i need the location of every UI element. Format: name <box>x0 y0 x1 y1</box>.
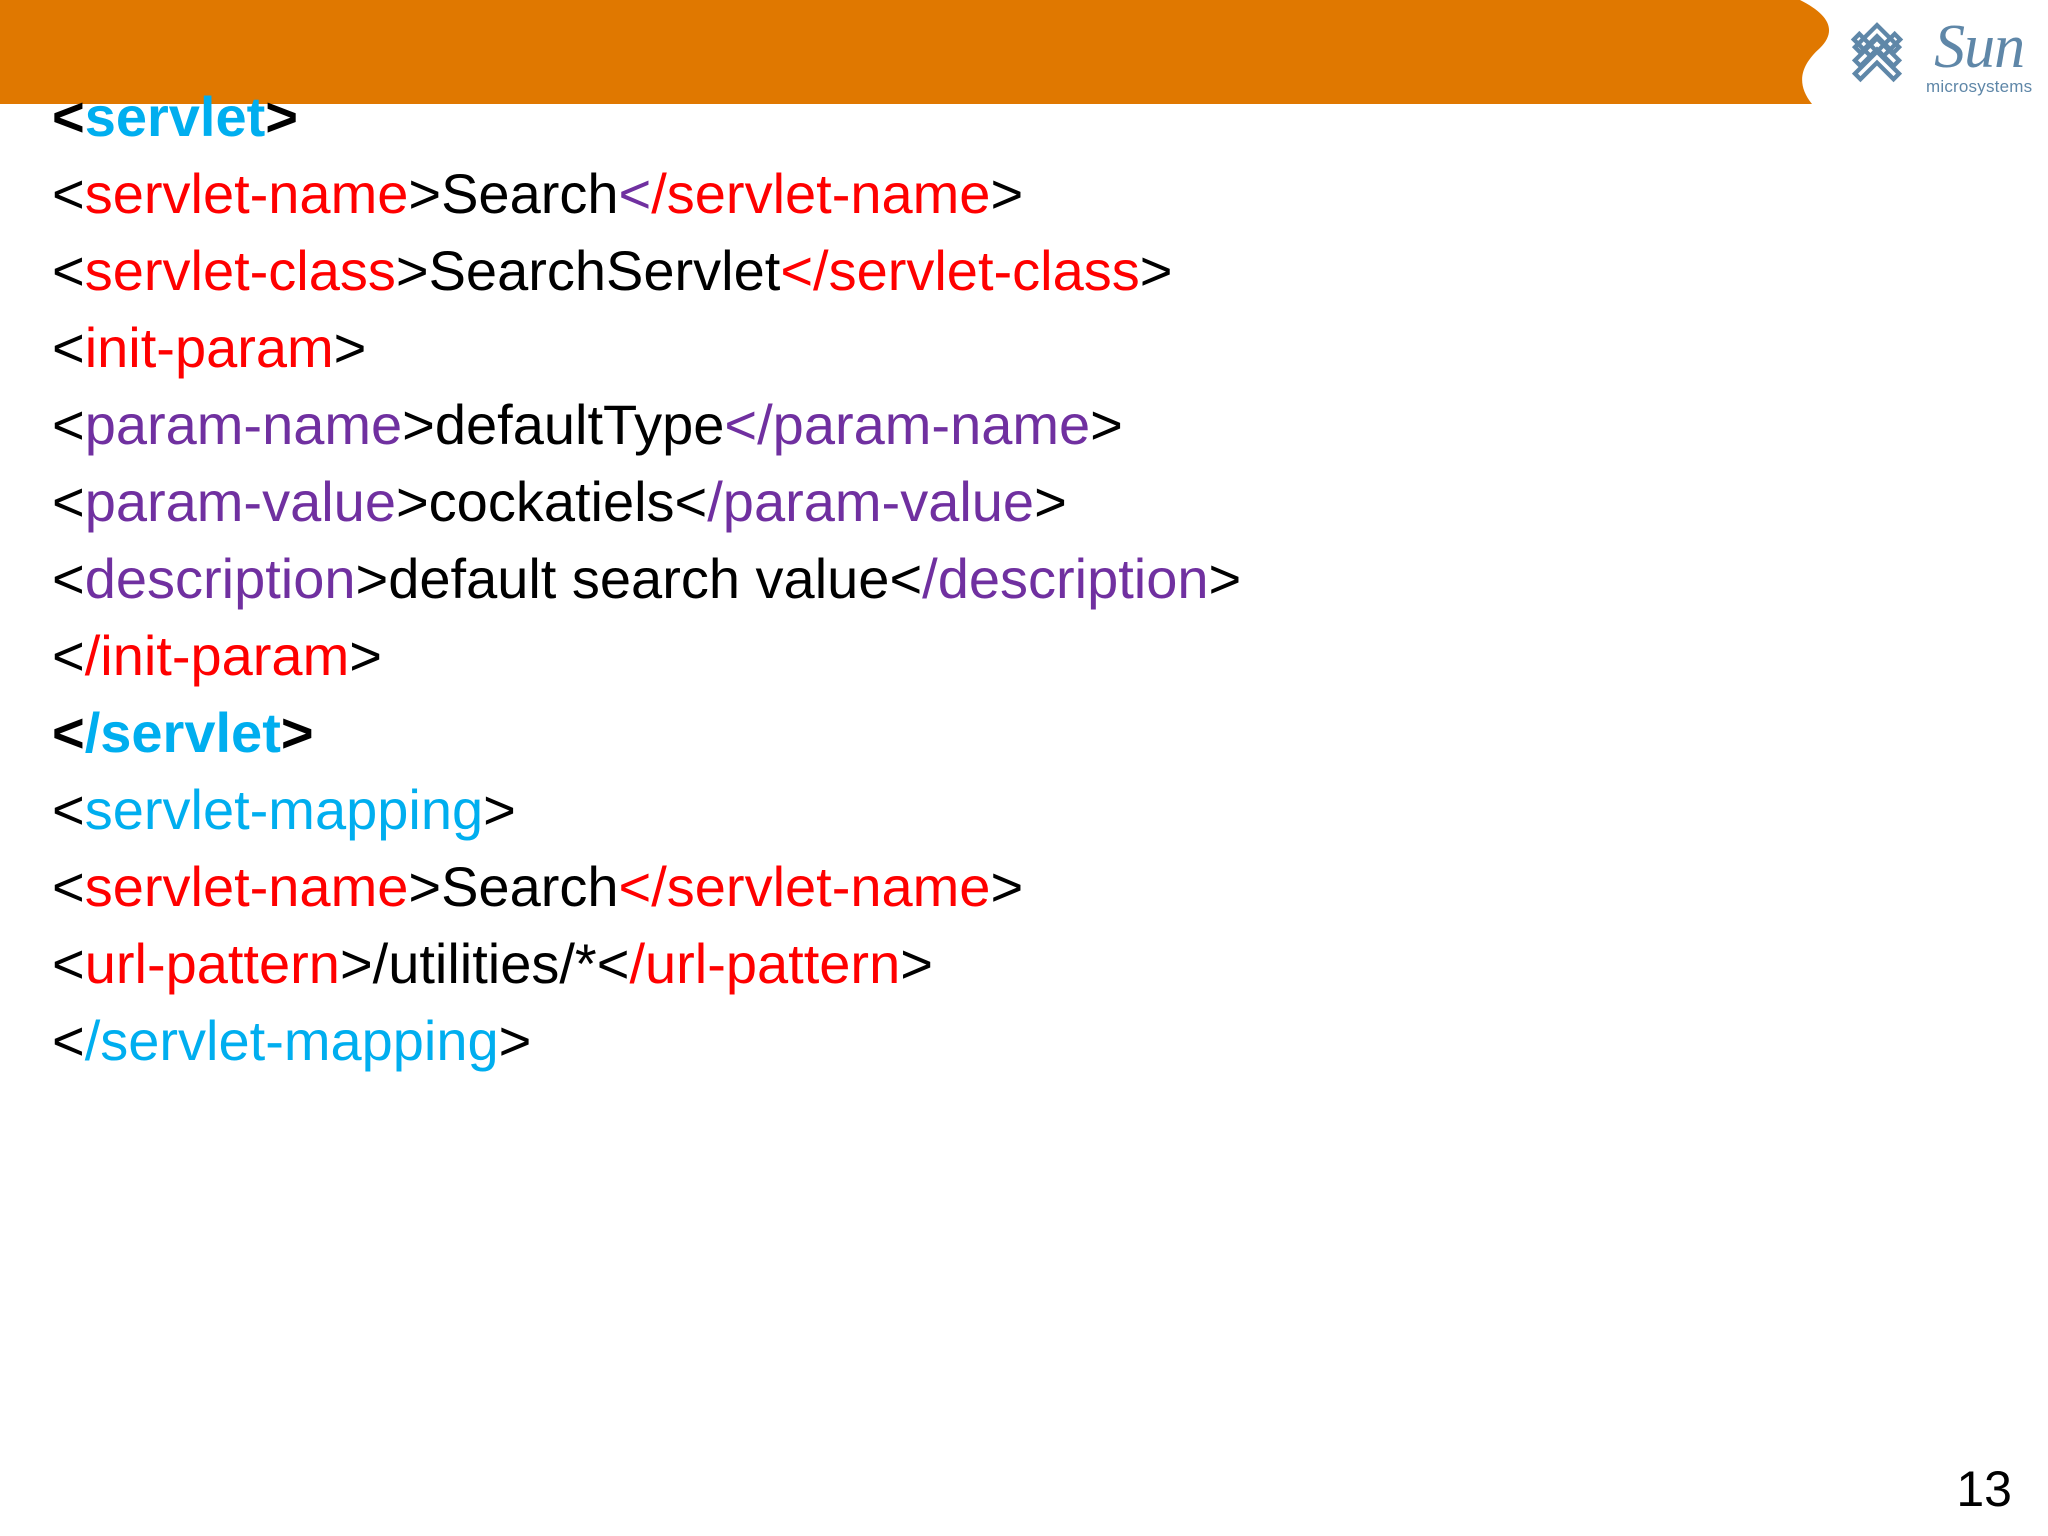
code-token: > <box>1034 470 1067 533</box>
code-token: /servlet-class <box>813 239 1140 302</box>
code-token: < <box>618 855 652 918</box>
code-line: <description>default search value</descr… <box>52 540 2008 617</box>
code-token: > <box>395 470 429 533</box>
code-token: servlet-mapping <box>84 778 484 841</box>
sun-wordmark-group: Sun microsystems <box>1926 13 2033 96</box>
code-token: > <box>1090 393 1123 456</box>
code-token: > <box>402 393 435 456</box>
sun-microsystems-logo: Sun microsystems <box>1838 10 2034 102</box>
code-token: /param-name <box>757 393 1091 456</box>
code-line: </servlet> <box>52 694 2008 771</box>
code-token: < <box>52 855 85 918</box>
code-token: > <box>408 855 442 918</box>
code-token: > <box>339 932 373 995</box>
code-token: cockatiels <box>428 470 675 533</box>
code-token: defaultType <box>434 393 725 456</box>
code-line: <servlet> <box>52 78 2008 155</box>
code-token: < <box>724 393 758 456</box>
code-token: < <box>596 932 630 995</box>
sun-diamond-mark-icon <box>1850 22 1904 83</box>
code-token: /servlet-mapping <box>84 1009 499 1072</box>
code-token: < <box>618 162 652 225</box>
code-token: < <box>780 239 814 302</box>
code-token: > <box>1139 239 1173 302</box>
code-token: < <box>52 162 85 225</box>
code-token: servlet-name <box>84 162 409 225</box>
code-token: Search <box>441 162 619 225</box>
code-token: < <box>52 239 85 302</box>
code-token: > <box>349 624 382 687</box>
code-line: <url-pattern>/utilities/*</url-pattern> <box>52 925 2008 1002</box>
code-token: description <box>84 547 356 610</box>
code-token: < <box>52 624 85 687</box>
code-token: < <box>52 1009 85 1072</box>
code-token: /utilities/* <box>372 932 597 995</box>
code-line: <servlet-name>Search</servlet-name> <box>52 848 2008 925</box>
code-token: < <box>52 778 85 841</box>
code-token: /param-value <box>707 470 1035 533</box>
code-token: param-name <box>84 393 403 456</box>
code-token: /servlet <box>84 701 281 764</box>
page-number: 13 <box>1956 1461 2012 1517</box>
code-token: default search value <box>388 547 890 610</box>
code-token: < <box>889 547 923 610</box>
code-token: > <box>483 778 516 841</box>
code-line: <param-name>defaultType</param-name> <box>52 386 2008 463</box>
code-token: servlet <box>84 85 266 148</box>
code-token: /init-param <box>84 624 350 687</box>
xml-code-block: <servlet><servlet-name>Search</servlet-n… <box>52 78 2008 1079</box>
code-line: <init-param> <box>52 309 2008 386</box>
code-line: </init-param> <box>52 617 2008 694</box>
code-line: </servlet-mapping> <box>52 1002 2008 1079</box>
code-token: servlet-name <box>84 855 409 918</box>
code-token: /url-pattern <box>629 932 901 995</box>
code-token: url-pattern <box>84 932 340 995</box>
sun-tagline: microsystems <box>1926 76 2033 96</box>
code-line: <servlet-mapping> <box>52 771 2008 848</box>
sun-wordmark: Sun <box>1934 13 2025 82</box>
code-token: SearchServlet <box>428 239 781 302</box>
code-token: < <box>674 470 708 533</box>
code-token: param-value <box>84 470 396 533</box>
code-token: < <box>52 547 85 610</box>
code-token: > <box>408 162 442 225</box>
code-token: < <box>52 85 85 148</box>
code-token: > <box>333 316 367 379</box>
code-line: <param-value>cockatiels</param-value> <box>52 463 2008 540</box>
code-token: < <box>52 470 85 533</box>
code-token: < <box>52 701 85 764</box>
code-token: > <box>900 932 933 995</box>
code-token: Search <box>441 855 619 918</box>
code-token: > <box>395 239 429 302</box>
code-token: > <box>990 855 1024 918</box>
code-token: > <box>1208 547 1242 610</box>
code-token: init-param <box>84 316 334 379</box>
code-token: > <box>498 1009 532 1072</box>
code-line: <servlet-class>SearchServlet</servlet-cl… <box>52 232 2008 309</box>
code-token: servlet-class <box>84 239 396 302</box>
code-token: < <box>52 316 85 379</box>
code-token: /servlet-name <box>651 162 991 225</box>
code-token: < <box>52 393 85 456</box>
code-token: > <box>265 85 298 148</box>
code-token: > <box>280 701 314 764</box>
code-token: > <box>990 162 1024 225</box>
code-token: > <box>355 547 389 610</box>
code-token: /servlet-name <box>651 855 991 918</box>
code-line: <servlet-name>Search</servlet-name> <box>52 155 2008 232</box>
code-token: /description <box>922 547 1209 610</box>
code-token: < <box>52 932 85 995</box>
